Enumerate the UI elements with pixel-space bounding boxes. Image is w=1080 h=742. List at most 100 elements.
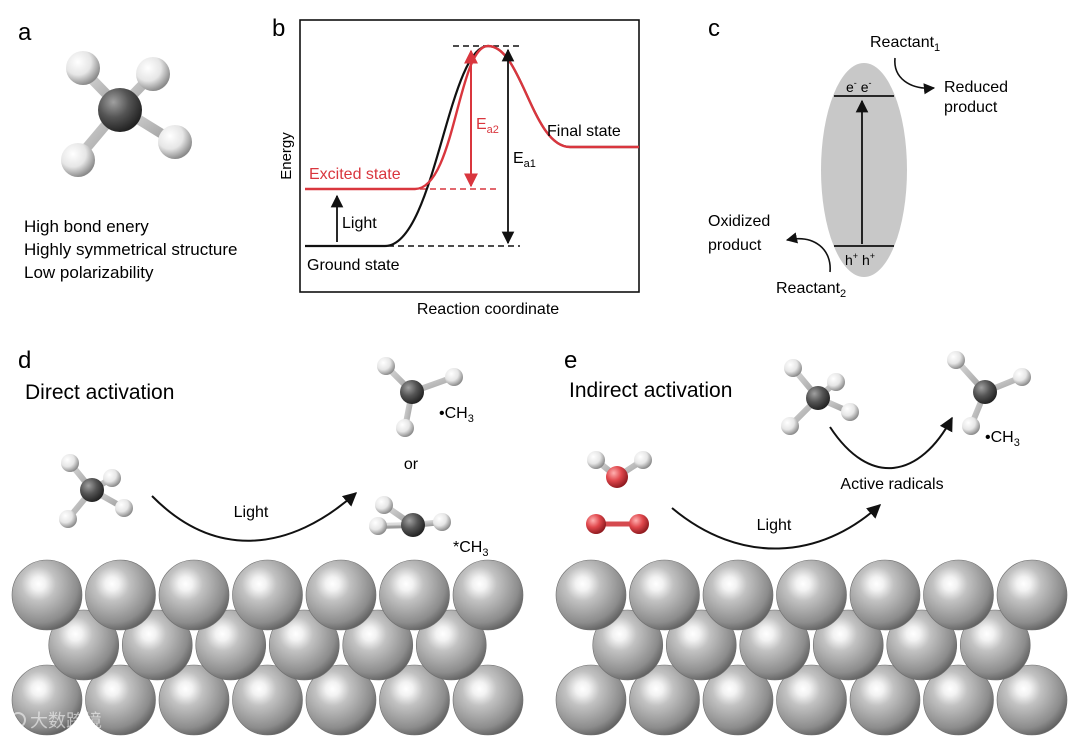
catalyst-surface-e [555, 559, 1068, 736]
surface-atom [232, 559, 303, 631]
oxidized-product-line2: product [708, 237, 762, 254]
surface-atom [195, 609, 267, 681]
surface-atom [555, 559, 627, 631]
methyl-radical-label-e: •CH3 [985, 429, 1020, 449]
reduction-arrow [894, 57, 936, 95]
surface-atom [11, 559, 83, 631]
oxidation-arrow [785, 232, 831, 273]
surface-atom [629, 559, 700, 631]
surface-atom [232, 664, 303, 736]
surface-atom [849, 559, 921, 631]
surface-atom [305, 559, 377, 631]
property-bond-energy: High bond enery [24, 217, 149, 236]
surface-atom [849, 664, 921, 736]
surface-atom [592, 609, 664, 681]
water-molecule [587, 451, 652, 488]
reduced-product-line2: product [944, 99, 998, 116]
x-axis-label: Reaction coordinate [417, 301, 559, 318]
catalyst-surface-d [11, 559, 524, 736]
surface-atom [702, 664, 774, 736]
holes-label: h+ h+ [845, 251, 875, 268]
methyl-radical-free [377, 357, 463, 437]
hydrogen-atom [158, 125, 192, 159]
surface-atom [121, 609, 193, 681]
ea1-label: Ea1 [513, 150, 536, 170]
surface-atom [268, 609, 340, 681]
surface-atom [923, 559, 994, 631]
plot-frame [299, 19, 640, 293]
surface-atom [629, 664, 700, 736]
oxygen-molecule [586, 514, 649, 534]
surface-atom [452, 664, 524, 736]
active-radicals-label: Active radicals [840, 476, 943, 493]
surface-atom [555, 664, 627, 736]
electrons-label: e- e- [846, 78, 871, 95]
surface-atom [85, 664, 156, 736]
indirect-activation-scheme: Indirect activation Light [569, 351, 1031, 550]
surface-atom [158, 664, 230, 736]
carbon-atom [98, 88, 142, 132]
reduced-product-line1: Reduced [944, 79, 1008, 96]
methane-properties: High bond enery Highly symmetrical struc… [24, 217, 238, 282]
panel-label-b: b [272, 15, 285, 42]
methyl-radical-label-d: •CH3 [439, 405, 474, 425]
direct-activation-scheme: Direct activation Light •CH3 or [25, 357, 488, 568]
methane-molecule-e [781, 359, 859, 435]
surface-atom [342, 609, 414, 681]
direct-activation-title: Direct activation [25, 381, 174, 404]
surface-atom [812, 609, 884, 681]
surface-atom [996, 664, 1068, 736]
surface-atom [305, 664, 377, 736]
surface-atom [776, 664, 847, 736]
surface-atom [85, 559, 156, 631]
surface-atom [702, 559, 774, 631]
reactant1-label: Reactant1 [870, 34, 940, 54]
oxidized-product-line1: Oxidized [708, 213, 770, 230]
light-label-e: Light [757, 517, 792, 534]
radical-reaction-arrow [829, 416, 953, 469]
semiconductor-particle [821, 63, 907, 277]
indirect-activation-title: Indirect activation [569, 379, 732, 402]
hydrogen-atom [66, 51, 100, 85]
excited-state-label: Excited state [309, 166, 401, 183]
hydrogen-atom [136, 57, 170, 91]
ea2-label: Ea2 [476, 116, 499, 136]
surface-atom [665, 609, 737, 681]
surface-atom [886, 609, 958, 681]
surface-atom [776, 559, 847, 631]
watermark: 大数跨境 [10, 711, 102, 731]
surface-atom [11, 664, 83, 736]
reactant2-label: Reactant2 [776, 280, 846, 300]
excited-state-curve [305, 44, 639, 191]
panel-label-a: a [18, 19, 32, 46]
methyl-adsorbed [369, 496, 451, 568]
methane-molecule-large [61, 51, 192, 177]
photocatalyst-scheme: e- e- h+ h+ Reactant1 Reduced product Ox… [708, 34, 1008, 300]
surface-atom [959, 609, 1031, 681]
hydrogen-atom [61, 143, 95, 177]
methyl-radical-e [947, 351, 1031, 435]
surface-atom [923, 664, 994, 736]
property-symmetry: Highly symmetrical structure [24, 240, 238, 259]
light-reaction-arrow-e [671, 504, 882, 550]
y-axis-label: Energy [278, 132, 295, 180]
light-label: Light [342, 215, 377, 232]
surface-atom [48, 609, 120, 681]
final-state-label: Final state [547, 123, 621, 140]
light-label-d: Light [234, 504, 269, 521]
surface-atom [415, 609, 487, 681]
surface-atom [158, 559, 230, 631]
adsorbed-methyl-label: *CH3 [453, 539, 488, 559]
surface-atom [996, 559, 1068, 631]
surface-atom [452, 559, 524, 631]
watermark-text: 大数跨境 [30, 711, 102, 731]
surface-atom [379, 664, 450, 736]
light-reaction-arrow-d [151, 492, 358, 542]
panel-label-c: c [708, 15, 720, 42]
surface-atom [379, 559, 450, 631]
surface-atom [739, 609, 811, 681]
or-label: or [404, 456, 419, 473]
panel-label-e: e [564, 347, 577, 374]
